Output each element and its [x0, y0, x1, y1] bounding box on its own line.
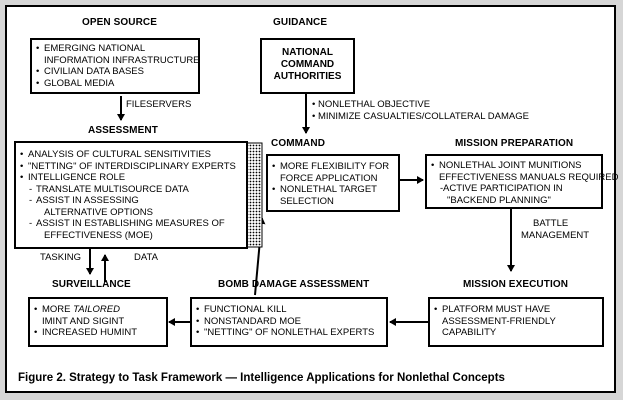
list-item: ASSIST IN ESTABLISHING MEASURES OF: [20, 218, 242, 230]
guidance-notes: • NONLETHAL OBJECTIVE • MINIMIZE CASUALT…: [312, 99, 529, 123]
list-item: "NETTING" OF NONLETHAL EXPERTS: [196, 327, 382, 339]
list-item: MORE FLEXIBILITY FOR: [272, 161, 394, 173]
list-item: NONLETHAL JOINT MUNITIONS: [431, 160, 597, 172]
list-item: ASSESSMENT-FRIENDLY: [442, 315, 556, 327]
guidance-line-2: COMMAND: [280, 59, 335, 70]
command-heading: COMMAND: [271, 138, 326, 149]
guidance-box: NATIONAL COMMAND AUTHORITIES: [260, 38, 355, 94]
open-source-box: EMERGING NATIONAL INFORMATION INFRASTRUC…: [30, 38, 200, 94]
list-item: ACTIVE PARTICIPATION IN: [431, 183, 597, 195]
guidance-note: • MINIMIZE CASUALTIES/COLLATERAL DAMAGE: [312, 111, 529, 122]
list-item: INFORMATION INFRASTRUCTURE: [44, 54, 200, 66]
list-item: INCREASED HUMINT: [34, 327, 162, 339]
list-item: GLOBAL MEDIA: [36, 78, 194, 90]
assessment-shaded-wedge: [245, 142, 263, 248]
battle-management-label: BATTLE MANAGEMENT: [521, 218, 590, 241]
bomb-damage-assessment-box: FUNCTIONAL KILL NONSTANDARD MOE "NETTING…: [190, 297, 388, 347]
command-box: MORE FLEXIBILITY FOR FORCE APPLICATION N…: [266, 154, 400, 212]
list-item: NONLETHAL TARGET: [272, 184, 394, 196]
open-source-heading: OPEN SOURCE: [82, 17, 158, 28]
list-item: EFFECTIVENESS MANUALS REQUIRED: [439, 171, 619, 183]
tasking-label: TASKING: [40, 252, 81, 263]
surveillance-box: MORE TAILORED IMINT AND SIGINT INCREASED…: [28, 297, 168, 347]
list-item: EFFECTIVENESS (MOE): [44, 229, 153, 241]
figure-caption: Figure 2. Strategy to Task Framework — I…: [18, 372, 505, 384]
list-item: ANALYSIS OF CULTURAL SENSITIVITIES: [20, 149, 242, 161]
list-item: SELECTION: [280, 195, 334, 207]
list-item: INTELLIGENCE ROLE: [20, 172, 242, 184]
data-label: DATA: [134, 252, 158, 263]
list-item: EMERGING NATIONAL: [36, 43, 194, 55]
list-item: CAPABILITY: [442, 327, 497, 338]
list-item: FORCE APPLICATION: [280, 172, 378, 184]
list-item: CIVILIAN DATA BASES: [36, 66, 194, 78]
list-item: ALTERNATIVE OPTIONS: [44, 206, 153, 218]
guidance-heading: GUIDANCE: [273, 17, 328, 28]
guidance-note: • NONLETHAL OBJECTIVE: [312, 99, 431, 110]
list-item: "NETTING" OF INTERDISCIPLINARY EXPERTS: [20, 161, 242, 173]
guidance-line-3: AUTHORITIES: [273, 71, 342, 82]
assessment-heading: ASSESSMENT: [88, 125, 158, 136]
list-item: MORE TAILORED: [34, 304, 162, 316]
mission-preparation-heading: MISSION PREPARATION: [455, 138, 574, 149]
assessment-box: ANALYSIS OF CULTURAL SENSITIVITIES "NETT…: [14, 141, 248, 249]
list-item: PLATFORM MUST HAVE: [434, 304, 598, 316]
bomb-damage-assessment-heading: BOMB DAMAGE ASSESSMENT: [218, 279, 370, 290]
mission-execution-heading: MISSION EXECUTION: [463, 279, 569, 290]
list-item: "BACKEND PLANNING": [447, 194, 551, 206]
guidance-line-1: NATIONAL: [282, 47, 333, 58]
mission-execution-box: PLATFORM MUST HAVE ASSESSMENT-FRIENDLY C…: [428, 297, 604, 347]
list-item: ASSIST IN ASSESSING: [20, 195, 242, 207]
fileservers-label: FILESERVERS: [126, 99, 192, 110]
surveillance-heading: SURVEILLANCE: [52, 279, 131, 290]
list-item: FUNCTIONAL KILL: [196, 304, 382, 316]
list-item: NONSTANDARD MOE: [196, 316, 382, 328]
list-item: TRANSLATE MULTISOURCE DATA: [20, 184, 242, 196]
list-item: IMINT AND SIGINT: [42, 315, 125, 327]
mission-preparation-box: NONLETHAL JOINT MUNITIONS EFFECTIVENESS …: [425, 154, 619, 209]
